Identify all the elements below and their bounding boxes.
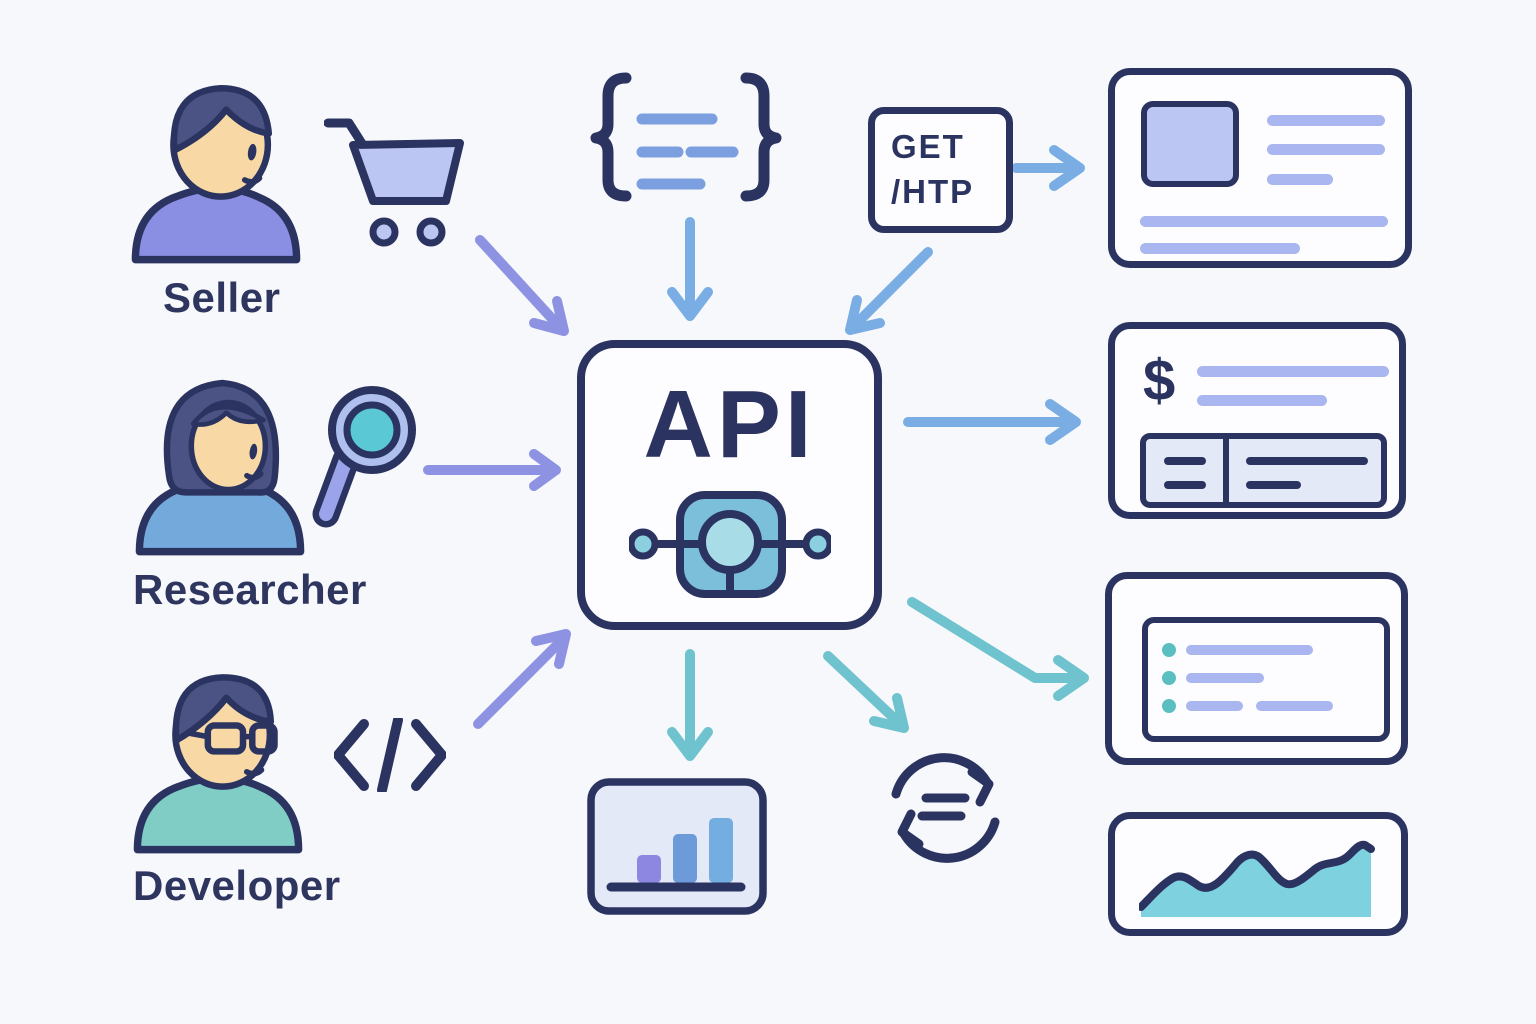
area-chart-icon (1139, 840, 1375, 917)
profile-card (1108, 68, 1412, 268)
list-panel (1142, 617, 1390, 742)
arrow-seller-to-api (475, 235, 569, 336)
area-chart-card (1108, 812, 1408, 936)
arrow-request-to-api (845, 247, 933, 335)
text-line (1267, 174, 1333, 185)
invoice-card: $ (1108, 322, 1406, 519)
code-icon (334, 718, 446, 792)
api-label: API (643, 371, 816, 478)
arrow-request-to-profile-card (1011, 145, 1085, 191)
api-node-icon (628, 491, 831, 598)
table-cell-line (1246, 481, 1301, 489)
persona-label-developer: Developer (133, 862, 341, 909)
text-line (1197, 366, 1389, 377)
arrow-api-to-invoice-card (903, 399, 1081, 445)
bar-chart-icon (587, 778, 767, 915)
researcher-avatar (135, 379, 305, 556)
request-box: GET /HTP (868, 107, 1013, 233)
request-path: /HTP (891, 173, 975, 210)
text-line (1140, 216, 1388, 227)
developer-avatar (133, 674, 303, 854)
text-line (1140, 243, 1300, 254)
list-card (1105, 572, 1408, 765)
json-braces-icon (590, 72, 782, 202)
list-line (1186, 673, 1264, 683)
list-line (1186, 645, 1313, 655)
dollar-sign: $ (1143, 348, 1176, 413)
table-cell-line (1246, 457, 1368, 465)
persona-label-seller: Seller (163, 274, 281, 321)
bullet-dot (1162, 671, 1176, 685)
profile-photo-placeholder (1141, 101, 1239, 187)
api-box: API (577, 340, 882, 630)
bullet-dot (1162, 643, 1176, 657)
sync-icon (891, 753, 1000, 863)
request-method: GET (891, 128, 965, 166)
arrow-developer-to-api (473, 629, 571, 729)
invoice-table (1140, 433, 1387, 508)
text-line (1267, 144, 1385, 155)
arrow-api-to-sync (823, 651, 909, 733)
table-cell-line (1164, 457, 1206, 465)
arrow-researcher-to-api (423, 449, 561, 491)
arrow-api-to-bar-chart (667, 649, 713, 761)
table-divider (1223, 439, 1229, 502)
arrow-json-to-api (667, 217, 713, 321)
list-line (1186, 701, 1243, 711)
text-line (1267, 115, 1385, 126)
bullet-dot (1162, 699, 1176, 713)
seller-avatar (131, 85, 301, 264)
persona-label-researcher: Researcher (133, 566, 367, 613)
magnifier-icon (312, 386, 416, 528)
text-line (1197, 395, 1327, 406)
shopping-cart-icon (324, 118, 464, 247)
table-cell-line (1164, 481, 1206, 489)
arrow-api-to-list-card (907, 597, 1089, 701)
list-line (1256, 701, 1333, 711)
